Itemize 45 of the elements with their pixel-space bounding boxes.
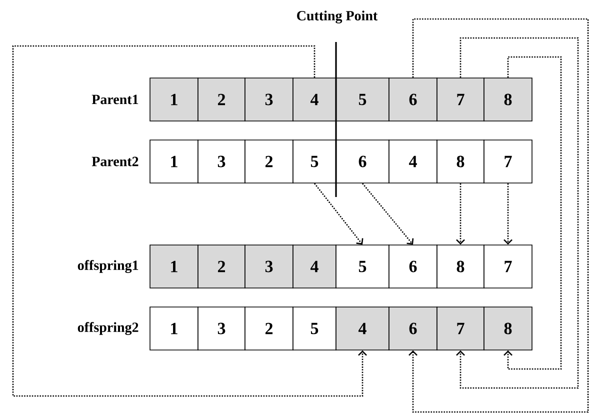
- gene-cell: 5: [336, 78, 390, 122]
- row-label: Parent1: [92, 94, 138, 104]
- row-label: offspring2: [78, 322, 138, 335]
- gene-cell: 1: [150, 244, 198, 288]
- gene-cell: 3: [244, 244, 294, 288]
- gene-cell: 7: [484, 244, 532, 288]
- gene-cell: 3: [198, 140, 246, 184]
- gene-cell: 1: [150, 78, 198, 122]
- gene-cell: 4: [292, 244, 336, 288]
- gene-cell: 8: [484, 78, 532, 122]
- gene-cell: 5: [336, 244, 390, 288]
- row-label: Parent2: [92, 156, 138, 166]
- gene-cell: 4: [336, 306, 390, 350]
- arrow: [362, 182, 414, 245]
- gene-cell: 4: [388, 140, 438, 184]
- gene-cell: 5: [292, 140, 336, 184]
- gene-cell: 6: [336, 140, 390, 184]
- arrow: [504, 56, 562, 370]
- gene-cell: 3: [198, 306, 246, 350]
- gene-cell: 3: [244, 78, 294, 122]
- gene-cell: 7: [436, 78, 484, 122]
- arrow: [456, 183, 465, 245]
- arrow: [12, 45, 367, 397]
- gene-cell: 1: [150, 140, 198, 184]
- row-label: offspring1: [78, 260, 138, 273]
- gene-cell: 4: [292, 78, 336, 122]
- gene-cell: 8: [484, 306, 532, 350]
- cutting-point-label: Cutting Point: [297, 10, 378, 24]
- arrow: [504, 183, 512, 245]
- gene-cell: 2: [244, 140, 294, 184]
- gene-cell: 2: [198, 244, 246, 288]
- gene-cell: 2: [244, 306, 294, 350]
- gene-cell: 8: [436, 140, 484, 184]
- gene-cell: 1: [150, 306, 198, 350]
- gene-cell: 7: [436, 306, 484, 350]
- gene-cell: 6: [388, 78, 438, 122]
- gene-cell: 6: [388, 306, 438, 350]
- gene-cell: 2: [198, 78, 246, 122]
- gene-cell: 5: [292, 306, 336, 350]
- gene-cell: 8: [436, 244, 484, 288]
- arrow: [456, 37, 579, 389]
- gene-cell: 6: [388, 244, 438, 288]
- arrow: [408, 18, 589, 413]
- gene-cell: 7: [484, 140, 532, 184]
- arrow: [314, 183, 364, 245]
